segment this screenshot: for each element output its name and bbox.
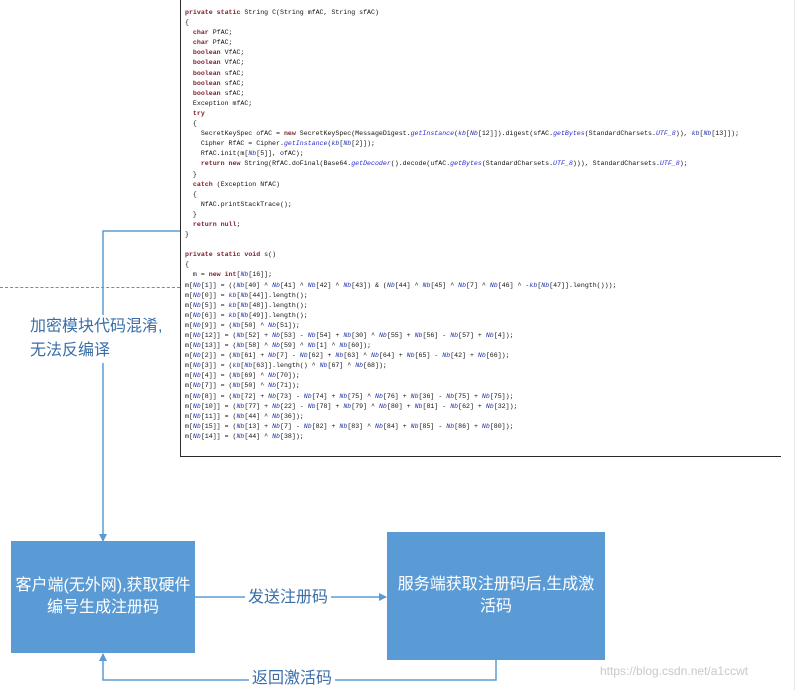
send-registration-label: 发送注册码	[245, 587, 332, 609]
code-line: m[Nb[1]] = ((Nb[40] ^ Nb[41] ^ Nb[42] ^ …	[185, 281, 617, 289]
code-line: private static String C(String mfAC, Str…	[185, 9, 379, 16]
obfuscation-label: 加密模块代码混淆, 无法反编译	[30, 315, 180, 363]
code-line: m[Nb[13]] = (Nb[58] ^ Nb[59] ^ Nb[1] ^ N…	[185, 342, 372, 350]
code-line: private static void s()	[185, 251, 277, 259]
code-line: m[Nb[12]] = (Nb[52] + Nb[53] - Nb[54] + …	[185, 332, 514, 339]
code-line: }	[185, 210, 197, 218]
dashed-separator	[0, 287, 180, 288]
code-line: char PfAC;	[192, 39, 233, 47]
code-line: boolean sfAC;	[192, 69, 245, 77]
code-line: try	[192, 109, 205, 117]
code-line: {	[185, 190, 197, 198]
client-box: 客户端(无外网),获取硬件编号生成注册码	[11, 541, 195, 653]
code-line: m[Nb[15]] = (Nb[13] + Nb[7] - Nb[82] + N…	[185, 422, 514, 430]
code-line: boolean sfAC;	[192, 89, 245, 97]
code-line: m[Nb[2]] = (Nb[61] + Nb[7] - Nb[62] + Nb…	[185, 352, 510, 360]
code-line: }	[185, 170, 197, 178]
code-line: {	[185, 261, 189, 269]
code-line: RfAC.init(m[Nb[5]], ofAC);	[185, 150, 304, 158]
code-line: m[Nb[11]] = (Nb[44] ^ Nb[36]);	[185, 412, 304, 420]
code-line: return new String(RfAC.doFinal(Base64.ge…	[200, 160, 688, 168]
code-line: {	[185, 120, 197, 128]
server-box-text: 服务端获取注册码后,生成激活码	[397, 576, 595, 615]
code-line: Cipher RfAC = Cipher.getInstance(kb[Nb[2…	[185, 140, 375, 148]
code-line: char PfAC;	[192, 29, 233, 37]
code-line: m[Nb[6]] = kb[Nb[49]].length();	[185, 311, 308, 319]
code-line: {	[185, 19, 189, 27]
code-line: boolean VfAC;	[192, 59, 245, 67]
code-line: boolean sfAC;	[192, 79, 245, 87]
code-line: m[Nb[8]] = (Nb[72] + Nb[73] - Nb[74] + N…	[185, 392, 514, 400]
code-block: private static String C(String mfAC, Str…	[181, 0, 781, 442]
code-line: catch (Exception NfAC)	[192, 180, 280, 188]
watermark: https://blog.csdn.net/a1ccwt	[600, 664, 749, 678]
code-line: m[Nb[9]] = (Nb[50] ^ Nb[51]);	[185, 321, 300, 329]
code-line: m[Nb[3]] = (kb[Nb[63]].length() ^ Nb[67]…	[185, 362, 387, 370]
server-box: 服务端获取注册码后,生成激活码	[387, 532, 605, 660]
code-line: m[Nb[5]] = kb[Nb[48]].length();	[185, 301, 308, 309]
obfuscation-arrow	[99, 230, 180, 542]
code-line: NfAC.printStackTrace();	[185, 200, 292, 208]
code-line: Exception mfAC;	[185, 99, 253, 107]
code-line: m[Nb[0]] = kb[Nb[44]].length();	[185, 291, 308, 299]
code-screenshot: private static String C(String mfAC, Str…	[180, 0, 781, 457]
code-line: }	[185, 231, 189, 239]
code-line: boolean VfAC;	[192, 49, 245, 57]
obfuscation-label-line2: 无法反编译	[30, 342, 111, 359]
code-line: m = new int[Nb[16]];	[185, 271, 273, 279]
return-activation-label: 返回激活码	[249, 668, 336, 690]
code-line: m[Nb[7]] = (Nb[50] ^ Nb[71]);	[185, 382, 300, 390]
code-line: m[Nb[10]] = (Nb[77] + Nb[22] - Nb[78] + …	[185, 402, 518, 410]
obfuscation-label-line1: 加密模块代码混淆,	[30, 318, 163, 335]
page-edge-divider	[794, 0, 795, 690]
code-line: return null;	[192, 220, 241, 228]
code-line: SecretKeySpec ofAC = new SecretKeySpec(M…	[185, 130, 740, 138]
code-line: m[Nb[14]] = (Nb[44] ^ Nb[38]);	[185, 432, 304, 440]
client-box-text: 客户端(无外网),获取硬件编号生成注册码	[15, 577, 191, 616]
code-line: m[Nb[4]] = (Nb[69] ^ Nb[70]);	[185, 372, 300, 380]
